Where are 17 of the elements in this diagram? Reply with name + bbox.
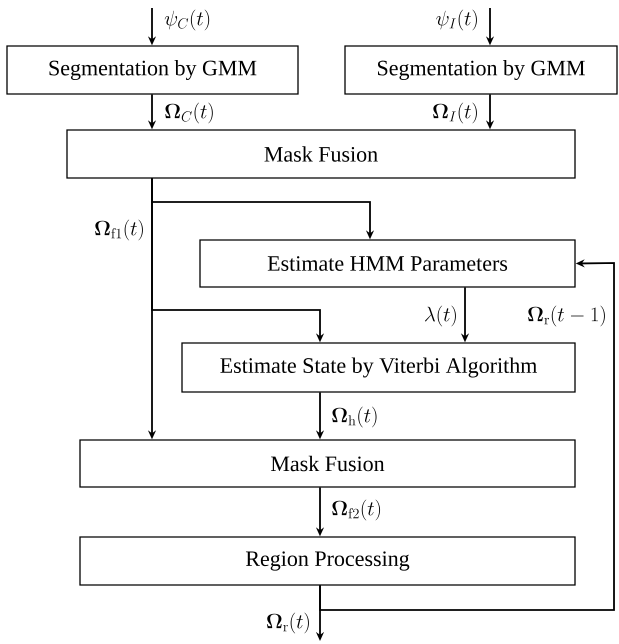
process-box: Estimate State by Viterbi Algorithm bbox=[181, 342, 576, 393]
edge-label: $\mathbf{\Omega}_{\mathrm{f1}}(t)$ bbox=[95, 220, 143, 240]
process-box: Segmentation by GMM bbox=[6, 45, 299, 95]
edge-label: $\mathbf{\Omega}_{\mathrm{r}}(t-1)$ bbox=[528, 306, 605, 326]
edge-label: $\psi_I(t)$ bbox=[436, 10, 477, 30]
process-box: Mask Fusion bbox=[79, 439, 576, 488]
edge-label: $\lambda(t)$ bbox=[425, 306, 456, 326]
edge-label: $\mathbf{\Omega}_{\mathrm{f2}}(t)$ bbox=[332, 500, 380, 520]
edge-label: $\mathbf{\Omega}_I(t)$ bbox=[433, 102, 477, 124]
process-box: Segmentation by GMM bbox=[344, 45, 618, 95]
edge-label: $\mathbf{\Omega}_{\mathrm{r}}(t)$ bbox=[266, 612, 309, 634]
process-box: Region Processing bbox=[79, 536, 576, 586]
edge-label: $\mathbf{\Omega}_C(t)$ bbox=[165, 102, 213, 124]
edge-label: $\psi_C(t)$ bbox=[164, 10, 210, 30]
edge-label: $\mathbf{\Omega}_{\mathrm{h}}(t)$ bbox=[332, 406, 377, 428]
process-box: Mask Fusion bbox=[66, 129, 576, 179]
process-box: Estimate HMM Parameters bbox=[199, 239, 576, 288]
